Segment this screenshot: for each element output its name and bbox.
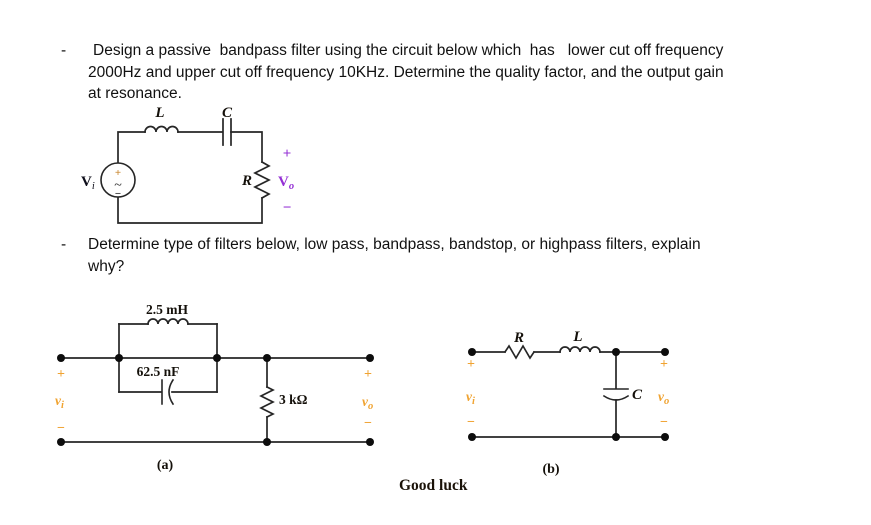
input-plus-sign: + <box>57 367 65 382</box>
circuit-b-caption: (b) <box>542 462 559 477</box>
source-plus-sign: + <box>115 167 121 179</box>
output-plus-sign: + <box>660 357 668 372</box>
resistor-label: R <box>513 330 524 346</box>
output-minus-sign: − <box>660 415 668 430</box>
resistor-value: 3 kΩ <box>279 392 308 407</box>
capacitor-symbol <box>161 378 175 406</box>
wires <box>117 118 271 224</box>
problem2-line2: why? <box>88 257 125 275</box>
output-minus-sign: − <box>364 416 372 431</box>
footer-message: Good luck <box>399 477 468 494</box>
output-minus-sign: − <box>283 200 292 216</box>
input-minus-sign: − <box>57 421 65 436</box>
inductor-symbol <box>559 346 601 353</box>
output-plus-sign: + <box>283 146 292 162</box>
inductor-symbol <box>147 318 189 325</box>
problem2-text: Determine type of filters below, low pas… <box>88 234 838 277</box>
input-voltage-label: vi <box>55 393 64 411</box>
capacitor-symbol <box>222 118 232 146</box>
capacitor-label: C <box>632 387 643 403</box>
input-plus-sign: + <box>467 357 475 372</box>
inductor-label: L <box>572 329 582 345</box>
resistor-label: R <box>241 173 252 189</box>
capacitor-label: C <box>222 105 233 121</box>
input-voltage-label: vi <box>466 389 475 407</box>
junction-dots <box>57 354 374 446</box>
inductor-label: L <box>154 105 164 121</box>
input-minus-sign: − <box>467 415 475 430</box>
output-voltage-label: vo <box>658 389 669 407</box>
resistor-symbol <box>259 385 275 419</box>
input-voltage-label: Vi <box>81 174 95 192</box>
inductor-value: 2.5 mH <box>146 302 188 317</box>
inductor-symbol <box>144 125 179 133</box>
problem1-line3: at resonance. <box>88 85 182 103</box>
output-plus-sign: + <box>364 367 372 382</box>
bullet-dash: - <box>61 42 67 59</box>
circuit-b-diagram: R L C + vi − + vo − (b) <box>466 329 669 477</box>
problem1-line2: 2000Hz and upper cut off frequency 10KHz… <box>88 63 724 81</box>
ac-source-symbol <box>100 162 136 198</box>
problem1-text: Design a passive bandpass filter using t… <box>88 40 838 105</box>
problem2-line1: Determine type of filters below, low pas… <box>88 236 701 253</box>
bandpass-circuit-diagram: + ~ − L C R Vi + Vo − <box>81 105 294 224</box>
output-voltage-label: Vo <box>278 174 294 192</box>
circuit-a-caption: (a) <box>157 458 174 473</box>
resistor-symbol <box>503 344 536 360</box>
output-voltage-label: vo <box>362 394 373 412</box>
capacitor-symbol <box>602 388 630 401</box>
capacitor-value: 62.5 nF <box>137 364 180 379</box>
problem1-line1: Design a passive bandpass filter using t… <box>93 42 724 59</box>
source-sine-sign: ~ <box>114 178 122 193</box>
wires <box>471 344 666 438</box>
circuit-a-diagram: 2.5 mH 62.5 nF 3 kΩ + vi − + vo − (a) <box>55 302 374 473</box>
resistor-symbol <box>253 160 271 200</box>
bullet-dash: - <box>61 236 67 253</box>
junction-dots <box>468 348 669 441</box>
wires <box>60 318 371 443</box>
source-minus-sign: − <box>115 188 121 200</box>
